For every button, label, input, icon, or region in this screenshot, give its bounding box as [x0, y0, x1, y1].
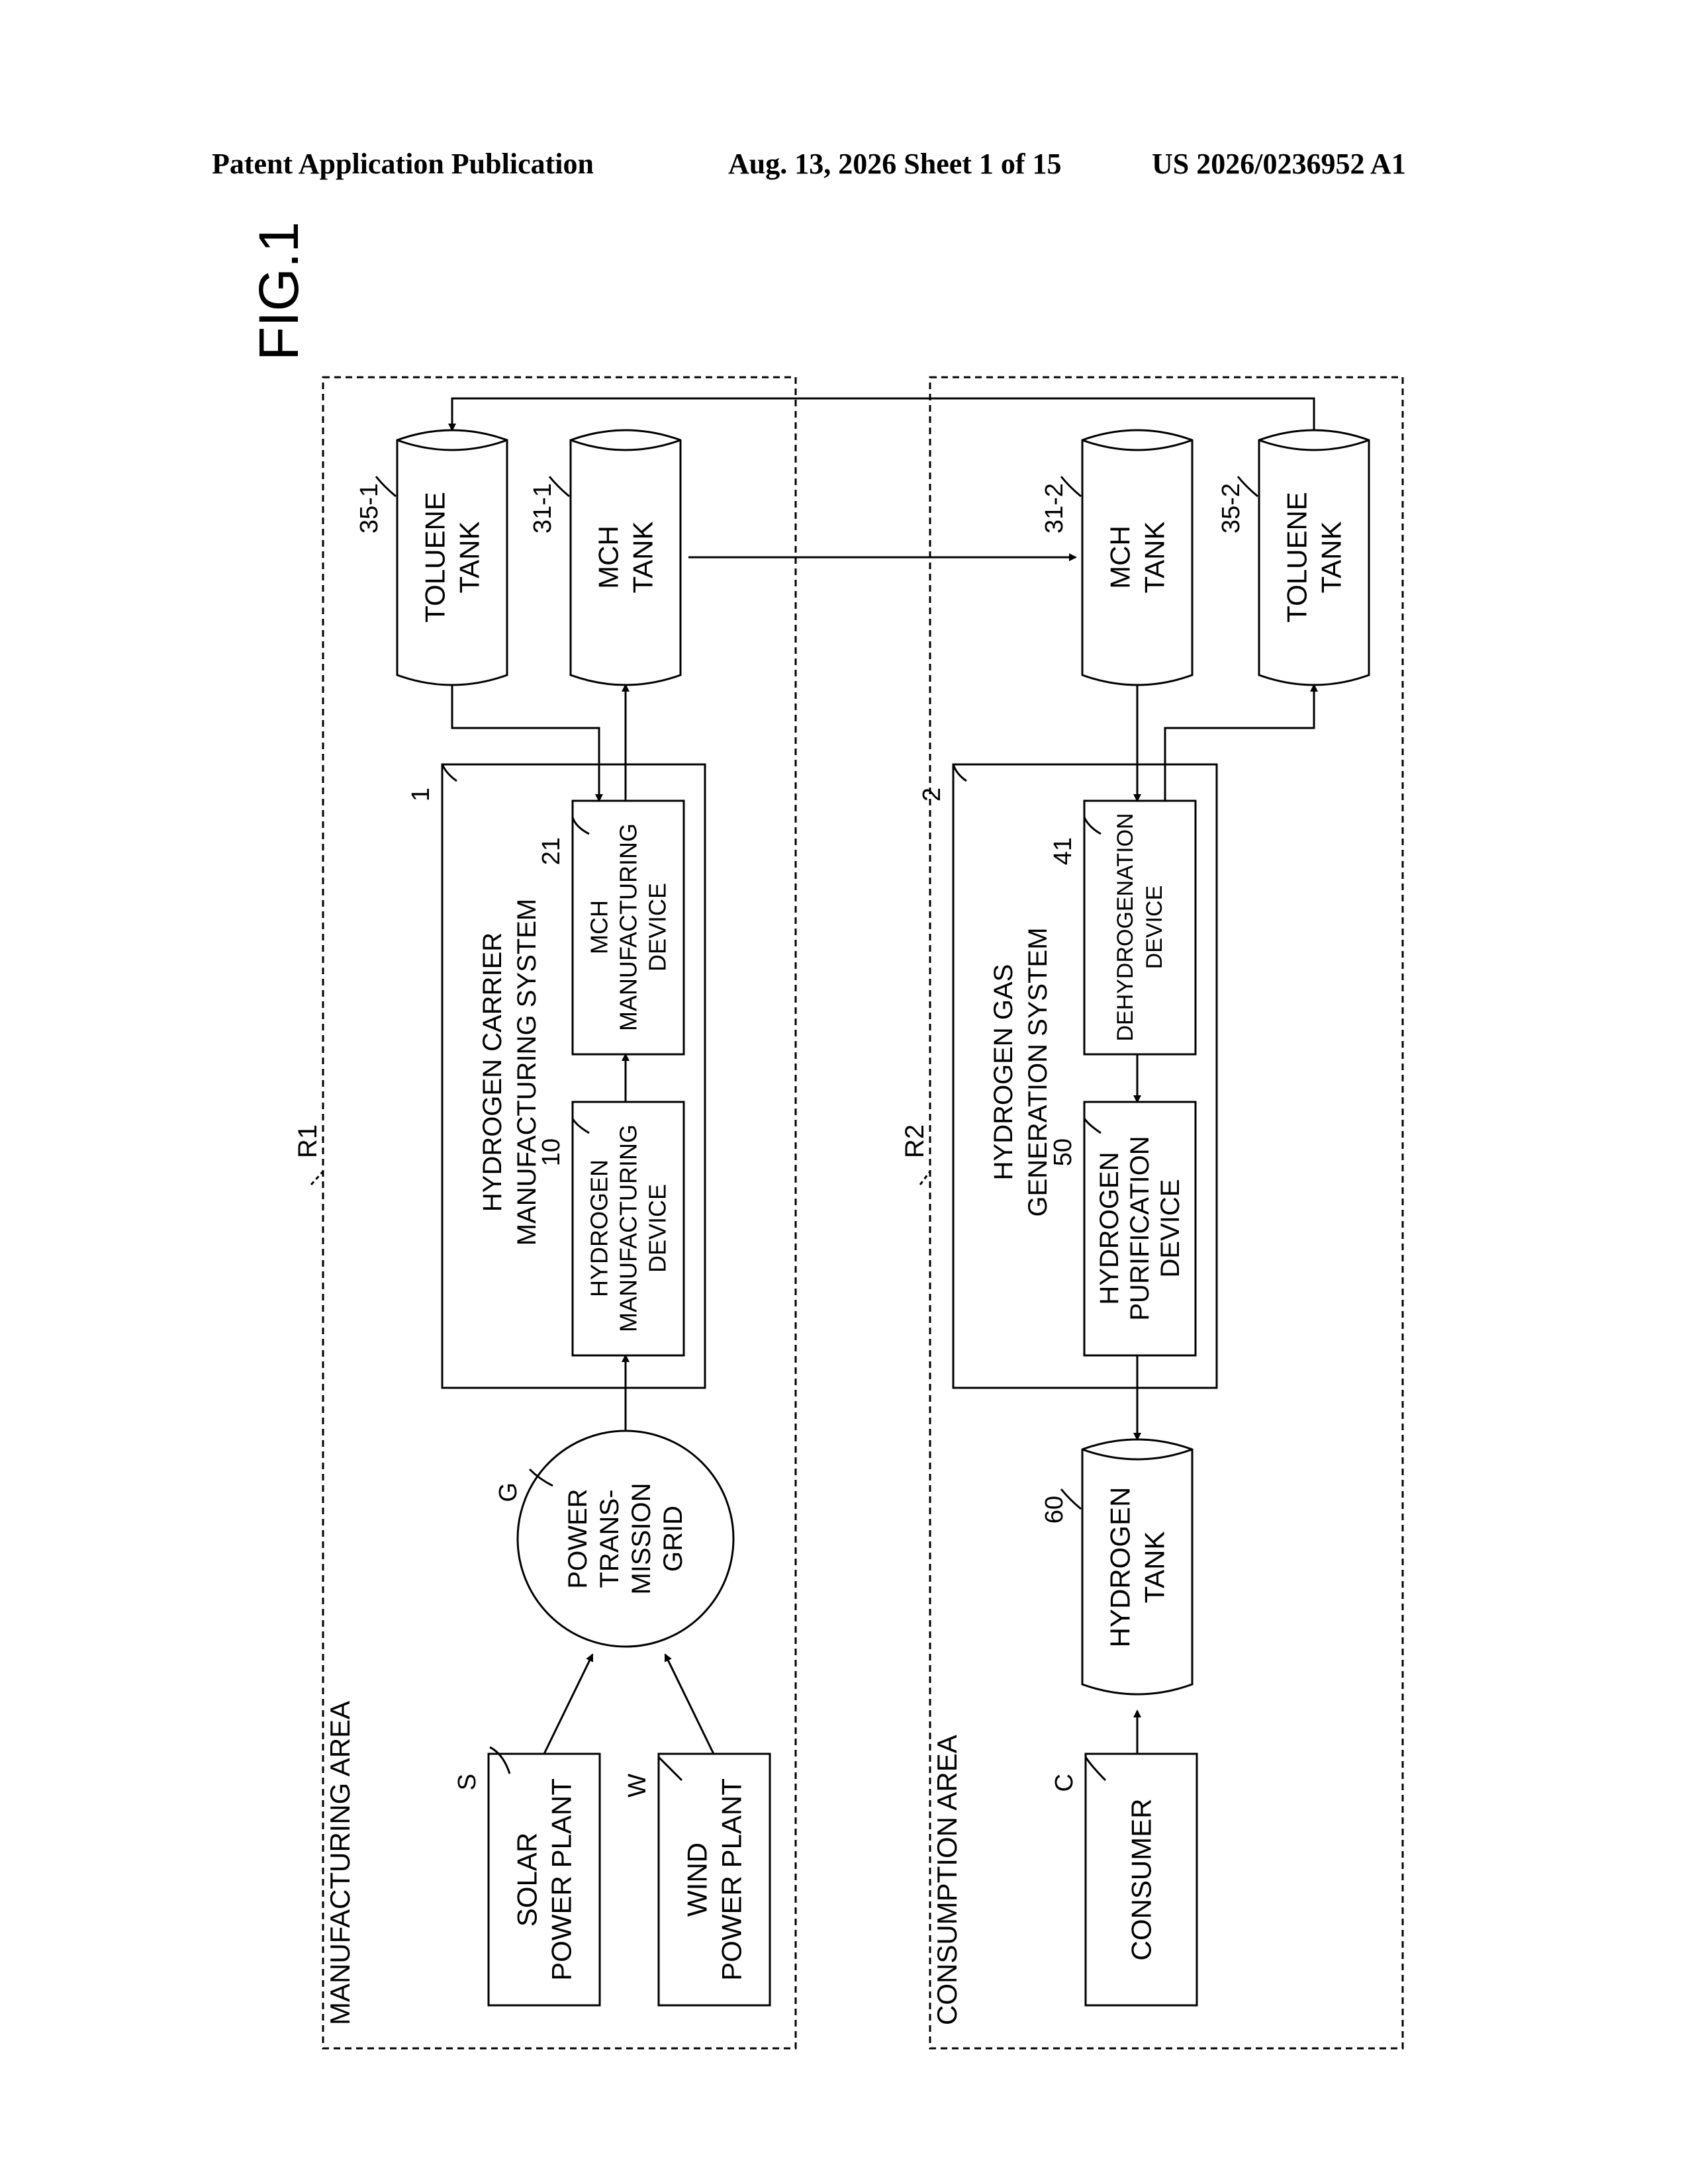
node-label-line: MANUFACTURING — [615, 823, 642, 1031]
ref-numeral: G — [494, 1482, 522, 1502]
ref-numeral: 31-1 — [529, 483, 557, 533]
node-label-line: TRANS- — [595, 1490, 624, 1588]
node-label-line: HYDROGEN — [1105, 1487, 1136, 1648]
node-labels: SOLARPOWER PLANTSWINDPOWER PLANTWPOWERTR… — [355, 483, 1347, 1981]
ref-numeral: 2 — [918, 788, 946, 801]
consumption-area-ref: R2 — [900, 1124, 929, 1158]
node-label-line: POWER PLANT — [546, 1778, 577, 1981]
node-label-line: SOLAR — [512, 1833, 543, 1927]
node-label-line: DEVICE — [1156, 1179, 1185, 1278]
node-consumer: CONSUMER C — [1051, 1774, 1157, 1961]
node-label-line: POWER — [563, 1488, 592, 1588]
node-label-line: MCH — [586, 900, 613, 954]
node-mch-tank-1: MCHTANK 31-1 — [529, 483, 659, 593]
node-grid: POWERTRANS-MISSIONGRID G — [494, 1482, 688, 1594]
consumption-area-label: CONSUMPTION AREA — [931, 1735, 962, 2025]
node-label-line: POWER PLANT — [716, 1778, 747, 1981]
node-label-line: MCH — [1105, 525, 1136, 589]
ref-numeral: 1 — [407, 788, 435, 801]
node-label-line: DEHYDROGENATION — [1113, 813, 1138, 1041]
node-label-line: TANK — [1139, 522, 1170, 594]
node-label-line: TOLUENE — [420, 492, 451, 623]
node-label-line: MISSION — [627, 1483, 656, 1595]
node-mch-tank-2: MCHTANK 31-2 — [1041, 483, 1170, 593]
node-mch-mfg: MCHMANUFACTURINGDEVICE 21 — [538, 823, 671, 1031]
ref-numeral: 35-2 — [1217, 483, 1245, 533]
node-label-line: CONSUMER — [1126, 1798, 1157, 1960]
ref-numeral: 41 — [1049, 837, 1077, 865]
ref-numeral: 10 — [538, 1138, 565, 1166]
node-label-line: HYDROGEN GAS — [989, 964, 1018, 1181]
manufacturing-area-ref: R1 — [293, 1124, 322, 1158]
ref-numeral: S — [453, 1774, 481, 1790]
node-label-line: TOLUENE — [1282, 492, 1313, 623]
figure-label: FIG.1 — [248, 222, 310, 361]
node-label-line: MANUFACTURING SYSTEM — [512, 899, 541, 1246]
node-label-line: TANK — [1139, 1531, 1170, 1604]
node-gas-system: HYDROGEN GASGENERATION SYSTEM 2 — [918, 788, 1053, 1217]
node-toluene-tank-1: TOLUENETANK 35-1 — [355, 483, 485, 623]
node-label-line: HYDROGEN — [1095, 1152, 1124, 1304]
ref-numeral: 60 — [1041, 1496, 1068, 1524]
node-dehydrogenation: DEHYDROGENATIONDEVICE 41 — [1049, 813, 1167, 1041]
ref-numeral: 21 — [538, 837, 565, 865]
node-label-line: WIND — [682, 1843, 713, 1917]
node-label-line: TANK — [454, 522, 485, 594]
node-purification: HYDROGENPURIFICATIONDEVICE 50 — [1049, 1136, 1185, 1320]
node-label-line: HYDROGEN — [586, 1160, 613, 1297]
node-label-line: MCH — [593, 525, 624, 589]
node-wind: WINDPOWER PLANT W — [624, 1774, 747, 1981]
ref-numeral: 35-1 — [355, 483, 383, 533]
node-label-line: DEVICE — [1142, 886, 1167, 970]
node-label-line: GRID — [659, 1506, 688, 1572]
node-hydrogen-mfg: HYDROGENMANUFACTURINGDEVICE 10 — [538, 1124, 671, 1332]
ref-numeral: 50 — [1049, 1138, 1077, 1166]
manufacturing-area-label: MANUFACTURING AREA — [324, 1701, 355, 2025]
node-hydrogen-tank: HYDROGENTANK 60 — [1041, 1487, 1170, 1648]
node-carrier-system: HYDROGEN CARRIERMANUFACTURING SYSTEM 1 — [407, 788, 541, 1246]
node-label-line: DEVICE — [644, 883, 671, 972]
node-label-line: MANUFACTURING — [615, 1124, 642, 1332]
node-label-line: HYDROGEN CARRIER — [478, 933, 507, 1212]
node-solar: SOLARPOWER PLANT S — [453, 1774, 577, 1981]
node-label-line: TANK — [628, 522, 659, 594]
ref-numeral: W — [624, 1774, 651, 1797]
node-label-line: GENERATION SYSTEM — [1023, 927, 1053, 1216]
node-toluene-tank-2: TOLUENETANK 35-2 — [1217, 483, 1347, 623]
node-label-line: PURIFICATION — [1125, 1136, 1154, 1320]
diagram-lines — [311, 377, 1403, 2048]
ref-numeral: C — [1051, 1774, 1078, 1792]
node-label-line: TANK — [1316, 522, 1347, 594]
node-label-line: DEVICE — [644, 1184, 671, 1273]
ref-numeral: 31-2 — [1041, 483, 1068, 533]
